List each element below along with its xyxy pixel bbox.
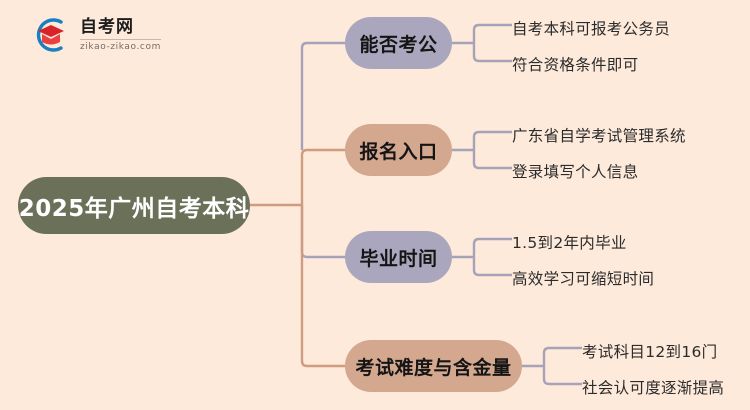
mindmap-leaf-1-1: 自考本科可报考公务员 [512, 20, 671, 38]
mindmap-branch-node-2[interactable]: 报名入口 [345, 124, 452, 176]
mindmap-leaf-1-2: 符合资格条件即可 [512, 56, 639, 74]
mindmap-branch-label-1: 能否考公 [359, 33, 438, 56]
logo-url: zikao-zikao.com [80, 41, 161, 52]
mindmap-branch-label-4: 考试难度与含金量 [355, 356, 512, 379]
mindmap-leaf-2-2: 登录填写个人信息 [512, 163, 639, 181]
mindmap-branch-node-1[interactable]: 能否考公 [345, 17, 452, 69]
site-logo: 自考网 zikao-zikao.com [30, 12, 220, 58]
mindmap-leaf-4-1: 考试科目12到16门 [582, 343, 718, 361]
mindmap-leaf-2-1: 广东省自学考试管理系统 [512, 127, 686, 145]
mindmap-branch-label-2: 报名入口 [359, 140, 438, 163]
mindmap-leaf-3-2: 高效学习可缩短时间 [512, 270, 655, 288]
graduation-cap-icon [30, 14, 72, 56]
logo-text-block: 自考网 zikao-zikao.com [80, 18, 161, 52]
mindmap-root-label: 2025年广州自考本科 [18, 195, 250, 222]
logo-name: 自考网 [80, 18, 161, 40]
mindmap-branch-node-4[interactable]: 考试难度与含金量 [345, 340, 522, 392]
mindmap-leaf-3-1: 1.5到2年内毕业 [512, 234, 627, 252]
mindmap-leaf-4-2: 社会认可度逐渐提高 [582, 379, 725, 397]
mindmap-branch-node-3[interactable]: 毕业时间 [345, 231, 452, 283]
mindmap-branch-label-3: 毕业时间 [359, 247, 438, 270]
mindmap-root-node[interactable]: 2025年广州自考本科 [18, 177, 250, 234]
